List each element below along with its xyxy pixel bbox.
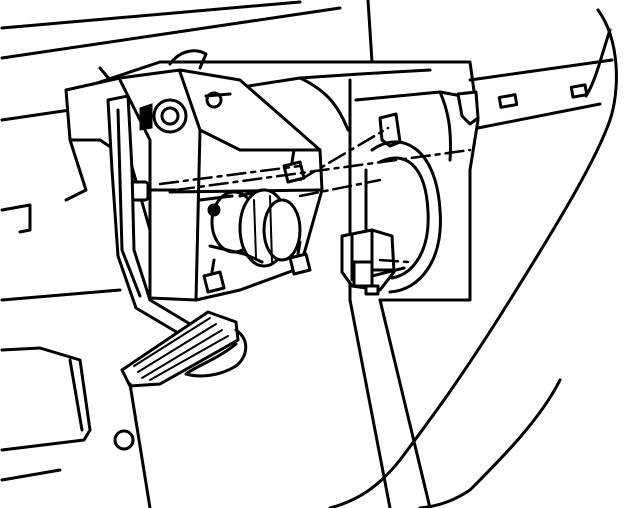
fastener-lower-right xyxy=(288,240,312,276)
alignment-centerlines xyxy=(158,126,472,264)
access-hole xyxy=(113,429,135,451)
sensor-electrical-connector xyxy=(340,228,406,296)
accelerator-pedal-pad xyxy=(120,310,248,388)
fastener-lower-left xyxy=(202,258,226,294)
pedal-mounting-bracket xyxy=(64,68,324,302)
dash-frame xyxy=(68,49,480,508)
position-sensor-module xyxy=(198,188,302,268)
floor-panel xyxy=(0,346,152,508)
fastener-frame-top xyxy=(204,91,232,109)
